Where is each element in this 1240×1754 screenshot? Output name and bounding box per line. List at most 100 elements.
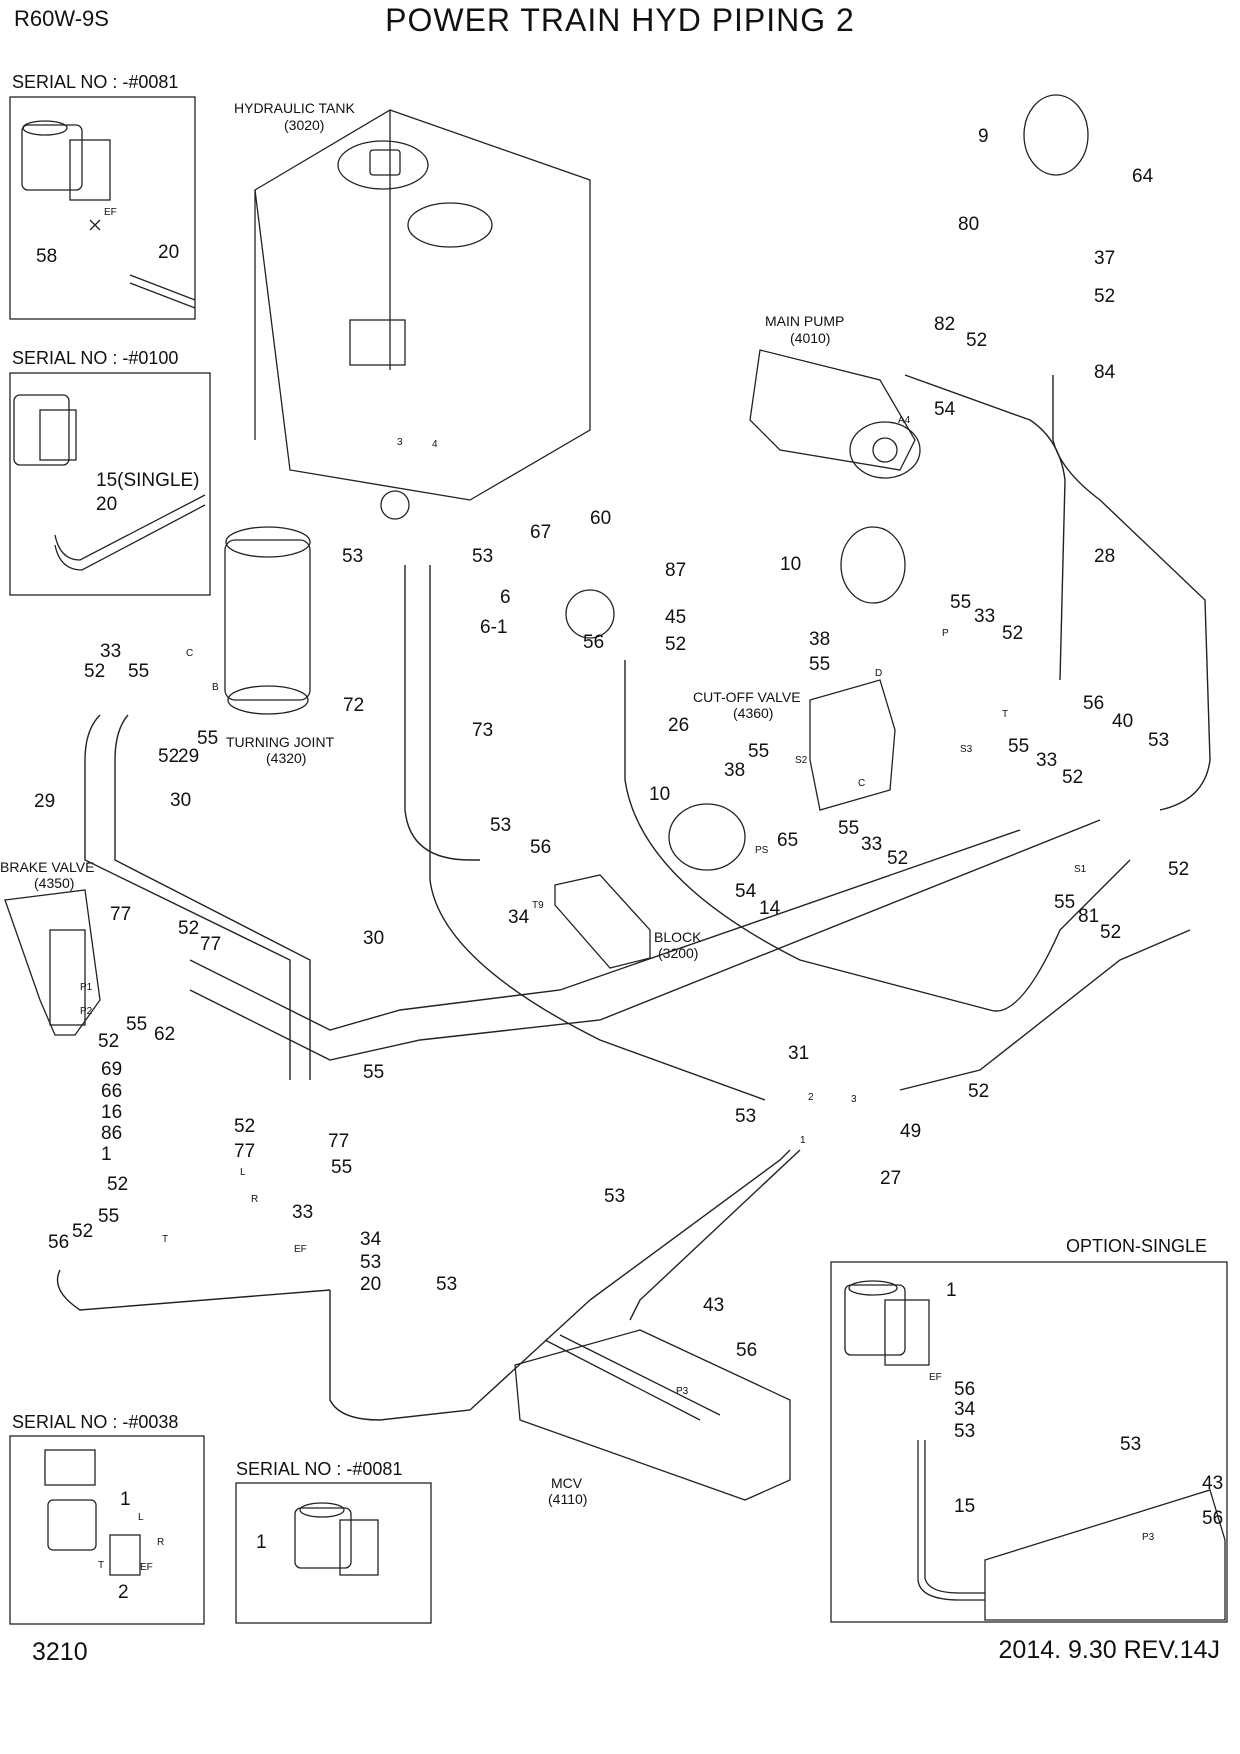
svg-text:52: 52 — [72, 1221, 93, 1242]
svg-text:55: 55 — [197, 728, 218, 749]
svg-text:34: 34 — [954, 1399, 976, 1420]
mcv: MCV (4110) — [514, 1329, 791, 1507]
svg-text:26: 26 — [668, 715, 689, 736]
svg-text:77: 77 — [110, 904, 131, 925]
svg-text:56: 56 — [954, 1379, 975, 1400]
svg-text:S1: S1 — [1074, 864, 1087, 875]
svg-text:P2: P2 — [80, 1006, 93, 1017]
page-number: 3210 — [32, 1638, 88, 1666]
svg-text:52: 52 — [887, 848, 908, 869]
svg-text:52: 52 — [178, 918, 199, 939]
turning-joint-name: TURNING JOINT — [226, 734, 335, 750]
svg-text:53: 53 — [490, 815, 511, 836]
svg-text:34: 34 — [360, 1229, 382, 1250]
svg-text:55: 55 — [331, 1157, 352, 1178]
svg-text:3: 3 — [851, 1094, 857, 1105]
callout-20: 20 — [158, 242, 179, 263]
svg-text:84: 84 — [1094, 362, 1116, 383]
model-label: R60W-9S — [14, 6, 109, 31]
svg-text:77: 77 — [234, 1141, 255, 1162]
svg-text:73: 73 — [472, 720, 493, 741]
svg-text:T9: T9 — [532, 900, 544, 911]
svg-text:52: 52 — [107, 1174, 128, 1195]
svg-text:33: 33 — [1036, 750, 1057, 771]
svg-text:T: T — [98, 1560, 104, 1571]
page-title: POWER TRAIN HYD PIPING 2 — [385, 2, 855, 38]
svg-text:6-1: 6-1 — [480, 617, 507, 638]
svg-text:43: 43 — [703, 1295, 724, 1316]
svg-text:64: 64 — [1132, 166, 1154, 187]
svg-text:B: B — [212, 682, 219, 693]
svg-text:52: 52 — [1168, 859, 1189, 880]
svg-text:30: 30 — [363, 928, 384, 949]
svg-text:EF: EF — [929, 1372, 942, 1383]
inset-option-single: OPTION-SINGLE 1 56 34 53 15 53 43 56 EF … — [830, 1236, 1228, 1623]
svg-text:3: 3 — [397, 437, 403, 448]
svg-text:49: 49 — [900, 1121, 921, 1142]
svg-text:38: 38 — [809, 629, 830, 650]
svg-text:EF: EF — [140, 1562, 153, 1573]
svg-text:31: 31 — [788, 1043, 809, 1064]
svg-text:33: 33 — [861, 834, 882, 855]
svg-text:33: 33 — [100, 641, 121, 662]
svg-text:65: 65 — [777, 830, 798, 851]
svg-text:EF: EF — [294, 1244, 307, 1255]
turning-joint: TURNING JOINT (4320) — [224, 526, 335, 766]
svg-text:38: 38 — [724, 760, 745, 781]
mcv-name: MCV — [551, 1475, 583, 1491]
svg-text:54: 54 — [735, 881, 757, 902]
svg-text:55: 55 — [126, 1014, 147, 1035]
inset-serial-0038: SERIAL NO : -#0038 1 2 L T R EF — [9, 1412, 205, 1625]
svg-text:54: 54 — [934, 399, 956, 420]
svg-text:56: 56 — [583, 632, 604, 653]
inset-title: SERIAL NO : -#0038 — [12, 1412, 178, 1432]
port-labels: 3 4 A4 P T S3 S2 C PS S1 D P1 P2 B C L R… — [80, 415, 1087, 1397]
inset-serial-0081-top: SERIAL NO : -#0081 58 20 EF — [9, 72, 196, 320]
svg-text:T: T — [1002, 709, 1008, 720]
svg-text:66: 66 — [101, 1081, 122, 1102]
svg-text:80: 80 — [958, 214, 979, 235]
cut-off-valve: CUT-OFF VALVE (4360) — [693, 679, 896, 811]
svg-text:T: T — [162, 1234, 168, 1245]
svg-text:69: 69 — [101, 1059, 122, 1080]
inset-serial-0100: SERIAL NO : -#0100 15(SINGLE) 20 — [9, 348, 211, 596]
callout-1: 1 — [120, 1489, 131, 1510]
svg-text:55: 55 — [748, 741, 769, 762]
svg-text:52: 52 — [665, 634, 686, 655]
svg-text:R: R — [157, 1537, 164, 1548]
svg-text:L: L — [240, 1167, 246, 1178]
svg-text:53: 53 — [472, 546, 493, 567]
block: BLOCK (3200) — [554, 874, 702, 969]
svg-text:PS: PS — [755, 845, 769, 856]
cut-off-valve-code: (4360) — [733, 705, 773, 721]
callout-1: 1 — [256, 1532, 267, 1553]
tank-name: HYDRAULIC TANK — [234, 100, 356, 116]
svg-text:52: 52 — [1062, 767, 1083, 788]
svg-text:55: 55 — [838, 818, 859, 839]
svg-text:56: 56 — [1202, 1508, 1223, 1529]
brake-valve: BRAKE VALVE (4350) — [0, 859, 101, 1036]
svg-text:10: 10 — [780, 554, 801, 575]
svg-text:52: 52 — [1002, 623, 1023, 644]
tank-code: (3020) — [284, 117, 324, 133]
svg-text:82: 82 — [934, 314, 955, 335]
inset-serial-0081-bottom: SERIAL NO : -#0081 1 — [235, 1459, 432, 1624]
turning-joint-code: (4320) — [266, 750, 306, 766]
svg-text:29: 29 — [178, 746, 199, 767]
svg-text:15: 15 — [954, 1496, 975, 1517]
svg-text:33: 33 — [292, 1202, 313, 1223]
inset-title: SERIAL NO : -#0100 — [12, 348, 178, 368]
svg-text:52: 52 — [158, 746, 179, 767]
svg-text:72: 72 — [343, 695, 364, 716]
brake-valve-name: BRAKE VALVE — [0, 859, 94, 875]
mcv-code: (4110) — [548, 1491, 587, 1507]
svg-text:C: C — [858, 778, 865, 789]
svg-text:55: 55 — [1054, 892, 1075, 913]
inset-title: OPTION-SINGLE — [1066, 1236, 1207, 1256]
svg-text:37: 37 — [1094, 248, 1115, 269]
callout-15-single: 15(SINGLE) — [96, 470, 199, 491]
svg-text:56: 56 — [1083, 693, 1104, 714]
svg-text:52: 52 — [1100, 922, 1121, 943]
svg-text:S2: S2 — [795, 755, 808, 766]
